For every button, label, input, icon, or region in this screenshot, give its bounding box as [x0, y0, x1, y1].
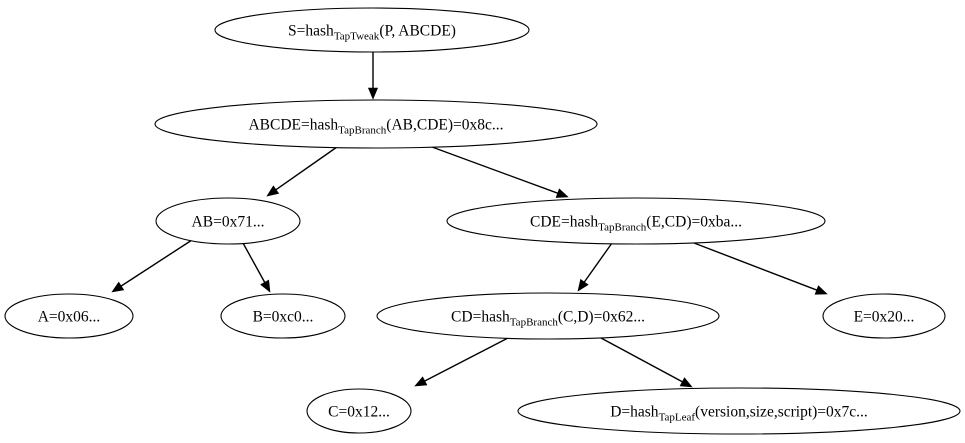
edge-ab-to-a [111, 239, 193, 293]
edge-abcde-to-cde [431, 146, 569, 198]
edge-line [424, 337, 509, 382]
node-ellipse-e[interactable] [822, 293, 946, 339]
node-ellipse-b[interactable] [220, 293, 346, 339]
edge-cde-to-cd [577, 242, 613, 292]
node-ellipse-s[interactable] [214, 7, 530, 53]
arrowhead-icon [555, 188, 569, 198]
edge-line [693, 242, 817, 291]
arrowhead-icon [266, 185, 280, 197]
edge-abcde-to-ab [266, 146, 338, 197]
arrowhead-icon [814, 285, 828, 295]
arrowhead-icon [367, 87, 379, 100]
node-ellipse-c[interactable] [306, 388, 412, 434]
node-ellipse-ab[interactable] [155, 197, 301, 245]
edge-line [242, 242, 266, 283]
arrowhead-icon [679, 377, 693, 388]
edge-cd-to-d [600, 337, 693, 388]
node-ellipse-cde[interactable] [446, 197, 826, 245]
edge-line [600, 337, 683, 383]
arrowhead-icon [577, 278, 589, 292]
node-ellipse-a[interactable] [4, 293, 134, 339]
node-ellipse-cd[interactable] [376, 292, 720, 340]
edge-line [275, 146, 338, 191]
arrowhead-icon [260, 279, 271, 293]
edge-line [583, 242, 613, 283]
node-ellipse-abcde[interactable] [154, 99, 598, 149]
edge-cd-to-c [414, 337, 509, 387]
arrowhead-icon [414, 376, 428, 387]
node-ellipse-d[interactable] [517, 387, 961, 435]
edge-s-to-abcde [367, 52, 379, 100]
arrowhead-icon [111, 281, 125, 293]
edge-cde-to-e [693, 242, 828, 295]
edge-line [120, 239, 193, 287]
edge-line [431, 146, 558, 194]
edge-ab-to-b [242, 242, 271, 293]
